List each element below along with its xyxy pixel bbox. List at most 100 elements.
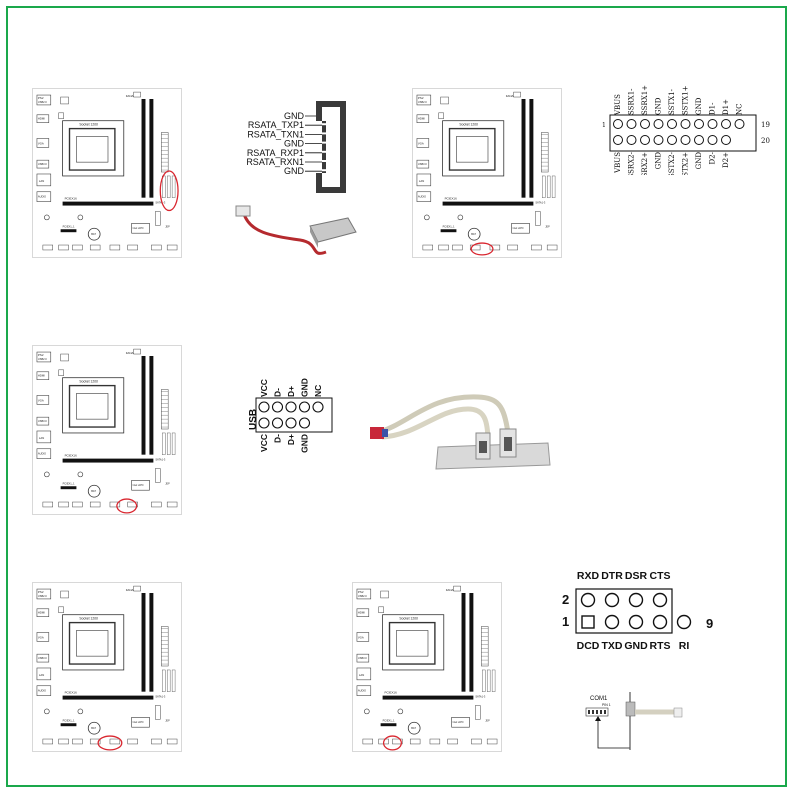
ps2-port [36, 588, 52, 600]
highlight-circle [116, 498, 138, 514]
audio-port [356, 685, 372, 696]
bottom-pin-header [507, 244, 518, 251]
vga-label: VGA [38, 398, 44, 402]
battery [87, 721, 101, 735]
ps2-port [416, 94, 432, 106]
power-connector [60, 353, 69, 362]
com1-header-pin [600, 710, 602, 714]
usb3-pin [613, 135, 623, 145]
vga-port [36, 395, 50, 405]
bottom-pin-header [546, 244, 558, 251]
sata-port-2 [166, 669, 171, 692]
sata-pin-label: RSATA_TXP1 [248, 120, 304, 130]
mounting-hole [457, 214, 464, 221]
bottom-pin-header [447, 738, 458, 745]
chipset-label: Intel H470 [453, 721, 464, 724]
dimm-slot-2 [469, 593, 474, 692]
usb3-pin [707, 119, 718, 129]
atx-power-connector [481, 626, 489, 667]
com-pin-9-marker: 9 [706, 616, 713, 631]
sata-port-1 [162, 175, 166, 198]
usb2-bottom-label: D+ [286, 434, 296, 445]
pcie-x16-slot [62, 458, 154, 463]
sata-port-2 [546, 175, 551, 198]
hdmi-port [36, 608, 50, 617]
cpu-socket-die [456, 136, 489, 163]
usb3-label: USB3.0 [418, 162, 427, 166]
usb3-pin [680, 135, 691, 145]
lan-port [416, 173, 432, 187]
chipset [131, 480, 150, 491]
highlight-circle [159, 170, 179, 212]
com1-header-pin [588, 710, 590, 714]
sata-pin-label: GND [284, 111, 305, 121]
sata-pin-label: RSATA_TXN1 [247, 129, 304, 139]
com-top-label: DTR [601, 570, 623, 582]
bottom-pin-header [489, 244, 501, 251]
usb3-port [36, 159, 50, 169]
com-pin [676, 614, 692, 630]
bottom-pin-header [58, 244, 69, 251]
pcie-x1-slot [440, 229, 457, 233]
battery-label: BAT [471, 232, 476, 236]
cpu-fan-header [513, 91, 521, 98]
usb3-pin [734, 119, 745, 129]
pcie-x16-slot [442, 201, 534, 206]
sata-port-2 [166, 432, 171, 455]
dimm-slot-2 [149, 593, 154, 692]
ps2-port [356, 588, 372, 600]
usb3-top-label: SSTX1+ [682, 85, 690, 115]
pcie-x16-slot [62, 201, 154, 206]
com-db9-connector [625, 701, 636, 717]
pcie16-label: PCIEX16 [445, 197, 458, 201]
fan-label: FANA [506, 94, 514, 98]
sata-contact [322, 132, 326, 135]
mounting-hole [77, 708, 84, 715]
sata-pin-label: RSATA_RXN1 [246, 157, 304, 167]
usb2-pin [285, 417, 297, 429]
hdmi-port [356, 608, 370, 617]
bottom-pin-header [471, 738, 482, 745]
bottom-pin-header [127, 244, 138, 251]
usb-bracket-cable-image [368, 385, 558, 475]
com-header-outline [575, 588, 673, 634]
bottom-pin-header [392, 738, 403, 745]
com-top-label: RXD [577, 570, 600, 582]
cpu-socket-die [76, 136, 109, 163]
m2-slot [155, 468, 161, 483]
usb3-pin [626, 135, 637, 145]
dimm-slot-2 [149, 356, 154, 455]
pcie-x16-slot [382, 695, 474, 700]
usb2-pin [298, 401, 311, 413]
sata-label: SATA1-3 [155, 695, 166, 699]
vga-port [36, 138, 50, 148]
m2-slot [155, 705, 161, 720]
bottom-pin-header [486, 738, 498, 745]
socket-label: Socket 1200 [79, 380, 98, 384]
bottom-pin-header [409, 738, 421, 745]
usb3-port [356, 653, 370, 663]
com-bottom-label: GND [624, 640, 648, 652]
battery-label: BAT [91, 489, 96, 493]
socket-label: Socket 1200 [459, 123, 478, 127]
com-cable-arrow-head [595, 716, 601, 721]
sata-pin-label: RSATA_RXP1 [247, 148, 304, 158]
usb3-label: USB3.0 [38, 656, 47, 660]
audio-port [416, 191, 432, 202]
socket-label: Socket 1200 [79, 617, 98, 621]
usb3-pin [694, 119, 704, 129]
mounting-hole [397, 708, 404, 715]
usb3-pin [707, 135, 718, 145]
pcie16-label: PCIEX16 [65, 454, 78, 458]
usb3-top-label: VBUS [614, 94, 622, 116]
dimm-slot-1 [521, 99, 526, 198]
com1-header-pin [592, 710, 594, 714]
usb2-top-label: GND [300, 378, 310, 397]
mounting-hole [364, 708, 370, 715]
sata-port-1 [542, 175, 546, 198]
fan-header [58, 606, 64, 613]
usb3-bottom-label: D2+ [722, 152, 730, 168]
bottom-pin-header [127, 738, 138, 745]
pcie-x1-slot [60, 723, 77, 727]
